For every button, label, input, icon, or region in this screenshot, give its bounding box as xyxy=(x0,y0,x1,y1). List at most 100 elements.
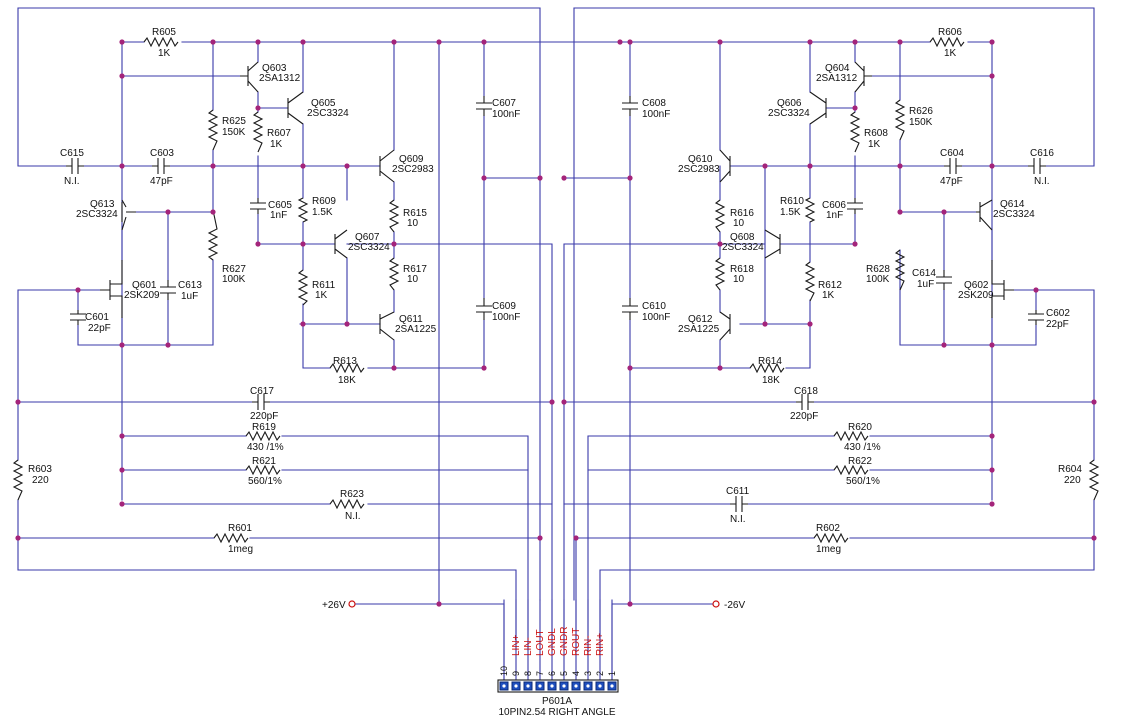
label-R619-val: 430 /1% xyxy=(247,442,284,453)
label-Q608-val: 2SC3324 xyxy=(722,242,764,253)
label-R627-ref: R627 xyxy=(222,264,246,275)
label-Q612-ref: Q612 xyxy=(688,314,713,325)
label-C605-ref: C605 xyxy=(268,200,292,211)
connector-pads xyxy=(499,681,617,691)
junction-dot xyxy=(989,39,995,45)
connector-pin-number-5: 5 xyxy=(559,671,569,676)
connector-pin-label-6: GNDL xyxy=(547,628,558,656)
label-Q608-ref: Q608 xyxy=(730,232,755,243)
label-R608-ref: R608 xyxy=(864,128,888,139)
label-C602-val: 22pF xyxy=(1046,319,1069,330)
transistor-symbol-Q614 xyxy=(976,199,993,231)
junction-dot xyxy=(436,39,442,45)
label-R605-val: 1K xyxy=(158,48,171,59)
connector-pin-number-4: 4 xyxy=(571,671,581,676)
label-R625-val: 150K xyxy=(222,127,246,138)
resistor-symbol-R615 xyxy=(388,199,400,233)
label-C613-val: 1uF xyxy=(181,291,198,302)
label-Q612-val: 2SA1225 xyxy=(678,324,720,335)
junction-dot xyxy=(210,163,216,169)
label-R623-val: N.I. xyxy=(345,511,361,522)
label-R613-val: 18K xyxy=(338,375,356,386)
connector-pin-label-3: RIN- xyxy=(583,635,594,656)
neg-supply-terminal xyxy=(712,600,720,608)
label-R606-val: 1K xyxy=(944,48,957,59)
junction-dot xyxy=(897,39,903,45)
label-Q607-val: 2SC3324 xyxy=(348,242,390,253)
label-Q601-val: 2SK209 xyxy=(124,290,160,301)
label-R604-ref: R604 xyxy=(1058,464,1082,475)
junction-dot xyxy=(989,501,995,507)
junction-dot xyxy=(717,39,723,45)
component-labels: R605 1K Q603 2SA1312 Q605 2SC3324 R625 1… xyxy=(28,27,1082,555)
transistor-symbol-Q610 xyxy=(719,149,731,183)
label-C604-val: 47pF xyxy=(940,176,963,187)
capacitor-symbol-C611 xyxy=(730,496,748,512)
label-C617-ref: C617 xyxy=(250,386,274,397)
capacitor-symbol-C607 xyxy=(476,96,492,116)
label-Q614-val: 2SC3324 xyxy=(993,209,1035,220)
junction-dots xyxy=(15,39,1097,607)
connector-pad-hole-1 xyxy=(610,684,614,688)
junction-dot xyxy=(627,175,633,181)
label-R601-val: 1meg xyxy=(228,544,253,555)
junction-dot xyxy=(165,342,171,348)
transistor-symbol-Q603 xyxy=(240,61,259,93)
resistor-symbol-R610 xyxy=(804,197,816,223)
transistor-symbol-Q609 xyxy=(379,149,395,183)
label-C618-val: 220pF xyxy=(790,411,818,422)
capacitor-symbol-C605 xyxy=(250,198,266,214)
jfet-symbol-Q602 xyxy=(991,260,1014,318)
label-C618-ref: C618 xyxy=(794,386,818,397)
junction-dot xyxy=(210,39,216,45)
junction-dot xyxy=(119,433,125,439)
junction-dot xyxy=(255,39,261,45)
junction-dot xyxy=(807,321,813,327)
transistor-symbol-Q605 xyxy=(287,91,304,125)
capacitor-symbol-C604 xyxy=(944,158,962,174)
connector-pad-hole-8 xyxy=(526,684,530,688)
resistor-symbol-R606 xyxy=(929,36,965,48)
label-R621-ref: R621 xyxy=(252,456,276,467)
label-Q603-ref: Q603 xyxy=(262,63,287,74)
label-C608-ref: C608 xyxy=(642,98,666,109)
connector-pad-hole-4 xyxy=(574,684,578,688)
connector-pin-label-4: ROUT xyxy=(571,628,582,656)
junction-dot xyxy=(436,601,442,607)
label-Q614-ref: Q614 xyxy=(1000,199,1025,210)
label-C611-ref: C611 xyxy=(726,486,750,497)
connector-pad-hole-6 xyxy=(550,684,554,688)
junction-dot xyxy=(1033,287,1039,293)
connector-pin-label-7: LOUT xyxy=(535,629,546,656)
junction-dot xyxy=(255,241,261,247)
label-R617-val: 10 xyxy=(407,274,419,285)
connector-pin-number-9: 9 xyxy=(511,671,521,676)
label-C603-ref: C603 xyxy=(150,148,174,159)
label-R616-ref: R616 xyxy=(730,208,754,219)
neg-supply-label: -26V xyxy=(724,600,745,611)
label-R609-val: 1.5K xyxy=(312,207,333,218)
pos-supply-label: +26V xyxy=(322,600,346,611)
junction-dot xyxy=(717,365,723,371)
label-R604-val: 220 xyxy=(1064,475,1081,486)
junction-dot xyxy=(391,241,397,247)
jfet-symbol-Q601 xyxy=(100,260,123,318)
label-C607-val: 100nF xyxy=(492,109,520,120)
connector-pin-number-2: 2 xyxy=(595,671,605,676)
resistor-symbol-R603 xyxy=(12,459,24,501)
resistor-symbol-R625 xyxy=(207,109,219,151)
resistor-symbol-R604 xyxy=(1088,459,1100,501)
junction-dot xyxy=(119,501,125,507)
label-R608-val: 1K xyxy=(868,139,881,150)
label-C617-val: 220pF xyxy=(250,411,278,422)
label-R622-val: 560/1% xyxy=(846,476,880,487)
resistor-symbol-R622 xyxy=(833,464,869,476)
resistor-symbol-R626 xyxy=(894,99,906,141)
label-Q605-ref: Q605 xyxy=(311,98,336,109)
label-R610-ref: R610 xyxy=(780,196,804,207)
connector-pin-number-7: 7 xyxy=(535,671,545,676)
junction-dot xyxy=(255,105,261,111)
resistor-symbol-R627 xyxy=(207,209,219,261)
connector-pin-number-10: 10 xyxy=(499,666,509,676)
label-Q604-val: 2SA1312 xyxy=(816,73,858,84)
